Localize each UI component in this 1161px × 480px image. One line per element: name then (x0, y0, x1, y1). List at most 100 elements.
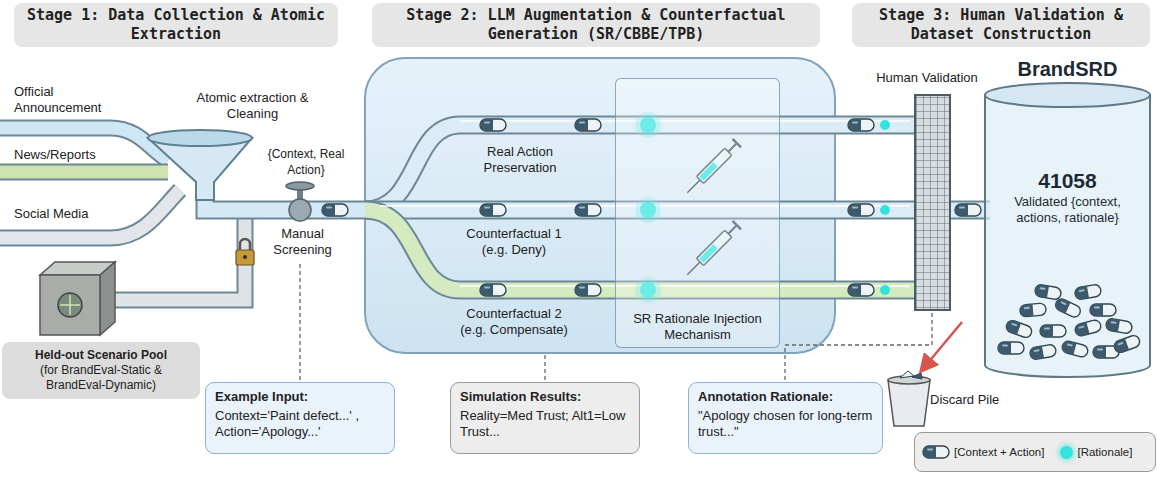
branch-label: Counterfactual 1 (e.g. Deny) (455, 226, 573, 258)
stage-header: Stage 1: Data Collection & Atomic Extrac… (14, 3, 338, 47)
leader-lines (785, 313, 932, 382)
discard-bucket (888, 322, 962, 426)
node-text: Context='Paint defect...' , Action='Apol… (215, 408, 385, 440)
rationale-dots (880, 285, 890, 295)
source-pipes (0, 128, 180, 238)
node-text: Held-out Scenario Pool (10, 348, 192, 363)
lock-icon (236, 250, 254, 265)
valve (286, 182, 314, 221)
bucket-label: Discard Pile (930, 392, 1010, 408)
source-pipes (0, 164, 168, 181)
heldout-pipe (110, 218, 245, 300)
heldout-pipe (110, 218, 245, 300)
dataset-cylinder: BrandSRD 41058Validated {context, actions… (985, 56, 1150, 286)
dataset-cylinder (985, 83, 1150, 377)
capsule-icon (923, 446, 949, 458)
capsules (322, 204, 348, 216)
dataset-cylinder (1005, 319, 1034, 339)
capsules (848, 119, 874, 131)
dataset-cylinder (1034, 284, 1062, 300)
node-text: Validated {context, actions, rationale} (995, 194, 1140, 226)
source-pipes (0, 190, 180, 238)
capsules (848, 204, 874, 216)
dataset-cylinder (1040, 325, 1066, 337)
node-text: Reality=Med Trust; Alt1=Low Trust... (460, 408, 630, 440)
stage-header: Stage 2: LLM Augmentation & Counterfactu… (372, 3, 820, 47)
step-label: Atomic extraction & Cleaning (190, 90, 315, 122)
vault-cube (40, 262, 115, 335)
node-text: Stage 1: Data Collection & Atomic Extrac… (24, 6, 328, 44)
validation-filter (915, 95, 950, 310)
dataset-cylinder (1105, 318, 1133, 334)
capsules (575, 284, 601, 296)
funnel (148, 138, 252, 200)
capsules (848, 284, 874, 296)
node-text: 41058 (995, 168, 1140, 194)
capsules (955, 204, 981, 216)
dataset-cylinder (1054, 297, 1083, 319)
source-label: News/Reports (14, 147, 134, 163)
capsules (480, 284, 506, 296)
vault-cube (60, 295, 80, 315)
node-text: BrandSRD (995, 56, 1140, 82)
dataset-cylinder (1020, 303, 1047, 317)
capsules (575, 204, 601, 216)
heldout-pipe (110, 218, 245, 300)
step-label: Manual Screening (265, 226, 340, 258)
discard-bucket (922, 322, 962, 370)
lock-icon (243, 255, 247, 259)
capsules (480, 204, 506, 216)
funnel (148, 130, 252, 146)
simulation-callout: Simulation Results: Reality=Med Trust; Al… (450, 382, 640, 454)
node-text: "Apology chosen for long-term trust..." (698, 408, 873, 440)
capsule-icon (922, 445, 950, 459)
rationale-dots (880, 120, 890, 130)
legend-box: [Context + Action] [Rationale] (914, 432, 1156, 472)
vault-cube (100, 262, 115, 335)
leader-lines (299, 264, 300, 382)
dataset-cylinder (1074, 284, 1102, 300)
validation-filter (915, 95, 950, 310)
leader-lines (544, 355, 545, 382)
node-text: Simulation Results: (460, 389, 630, 405)
dataset-cylinder (1113, 334, 1142, 354)
lock-icon (240, 239, 250, 250)
dataset-cylinder (985, 95, 1150, 377)
dataset-cylinder (985, 83, 1150, 107)
stage-header: Stage 3: Human Validation & Dataset Cons… (852, 3, 1150, 47)
source-label: Official Announcement (14, 84, 124, 116)
funnel (148, 130, 252, 200)
held-out-pool: Held-out Scenario Pool(for BrandEval-Sta… (2, 342, 200, 399)
capsules (575, 119, 601, 131)
discard-bucket (912, 373, 922, 379)
capsules (480, 119, 506, 131)
dataset-cylinder (998, 342, 1024, 354)
injection-chamber: SR Rationale Injection Mechanism (615, 78, 780, 348)
vault-cube (58, 293, 82, 317)
dataset-cylinder (1061, 340, 1089, 358)
node-text: SR Rationale Injection Mechanism (622, 311, 773, 343)
discard-bucket (888, 380, 930, 426)
node-text: Stage 3: Human Validation & Dataset Cons… (862, 6, 1140, 44)
legend-text: [Rationale] (1077, 446, 1132, 458)
dataset-cylinder (1074, 319, 1102, 337)
legend-text: [Context + Action] (954, 446, 1044, 458)
branch-label: Counterfactual 2 (e.g. Compensate) (455, 306, 573, 338)
node-text: Stage 2: LLM Augmentation & Counterfactu… (382, 6, 810, 44)
vault-cube (40, 275, 100, 335)
pipe-label: {Context, Real Action} (250, 146, 362, 178)
source-pipes (0, 166, 168, 179)
example-callout: Example Input: Context='Paint defect...' … (205, 382, 395, 454)
dataset-cylinder (1090, 304, 1116, 316)
valve (286, 182, 314, 190)
node-text: Annotation Rationale: (698, 389, 873, 405)
node-text: Example Input: (215, 389, 385, 405)
valve (289, 199, 311, 221)
rationale-swatch (1060, 446, 1073, 459)
rationale-dots (880, 205, 890, 215)
step-label: Human Validation (872, 70, 982, 86)
lock-icon (236, 239, 254, 265)
source-label: Social Media (14, 206, 134, 222)
source-pipes (0, 190, 180, 238)
